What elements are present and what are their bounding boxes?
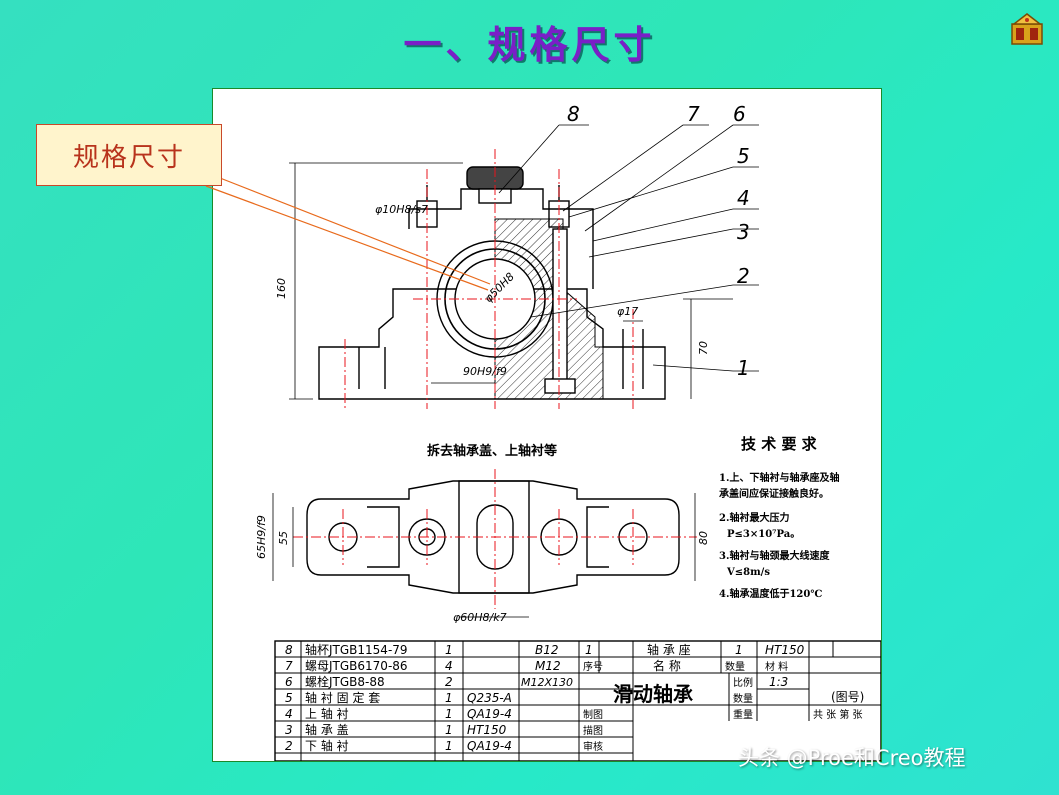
tb-mat: Q235-A	[467, 691, 512, 705]
tb-q2: 序号	[583, 660, 603, 673]
tech-req-line-5: 3.轴衬与轴颈最大线速度	[719, 549, 830, 562]
tb-name: 轴 承 盖	[305, 722, 349, 737]
tb-q2: 描图	[583, 724, 603, 737]
tb-no: 7	[285, 659, 293, 673]
tb-no: 5	[285, 691, 293, 705]
tb-qty: 4	[445, 659, 453, 673]
tb-name: 下 轴 衬	[305, 738, 349, 753]
title-block-rows: 8 轴杯JTGB1154-79 1 B12 1 轴 承 座 1 HT150 7 …	[285, 642, 864, 753]
tb-name: 螺栓JTGB8-88	[305, 674, 385, 689]
part-number-1: 1	[737, 356, 750, 380]
tb-no: 3	[285, 723, 293, 737]
tech-req-line-2: 承盖间应保证接触良好。	[719, 487, 829, 500]
dim-fit-90: 90H9/f9	[463, 365, 507, 378]
dim-width-55: 55	[277, 531, 290, 545]
tb-m3: 1:3	[769, 675, 788, 689]
part-number-3: 3	[737, 220, 750, 244]
title-block	[274, 640, 881, 761]
tech-req-title: 技 术 要 求	[741, 435, 818, 453]
tb-mat: QA19-4	[467, 739, 512, 753]
tb-m3: HT150	[765, 643, 805, 657]
dim-height-base: 70	[697, 341, 710, 355]
tb-mat: HT150	[467, 723, 507, 737]
callout-label: 规格尺寸	[36, 124, 222, 186]
dim-shaft-60: φ60H8/k7	[453, 611, 507, 624]
title-block-drawing-no: (图号)	[831, 690, 864, 704]
watermark: 头条 @Proe和Creo教程	[738, 746, 966, 770]
dim-width-65: 65H9/f9	[255, 515, 268, 559]
tech-req-line-4: P≤3×10⁷Pa。	[727, 529, 800, 540]
dim-height-total: 160	[275, 278, 288, 299]
tb-q2: 1	[585, 643, 593, 657]
tb-mat: QA19-4	[467, 707, 512, 721]
title-block-title: 滑动轴承	[613, 682, 693, 706]
tb-qty: 1	[445, 723, 453, 737]
tb-n2: 轴 承 座	[647, 642, 691, 657]
part-number-2: 2	[737, 264, 750, 288]
tb-qty: 1	[445, 643, 453, 657]
part-number-labels: 8 7 6 5 4 3 2 1	[567, 102, 750, 380]
dim-cap-fit: φ10H8/s7	[375, 203, 428, 216]
tb-q2: 审核	[583, 740, 603, 753]
tb-no: 4	[285, 707, 293, 721]
tech-req-line-6: V≤8m/s	[726, 567, 770, 578]
tb-name: 轴杯JTGB1154-79	[305, 642, 408, 657]
dim-slot-width: φ17	[617, 305, 638, 318]
front-dimensions	[289, 162, 733, 400]
tb-qty: 1	[445, 739, 453, 753]
tb-spec: M12	[535, 659, 561, 673]
tb-m3: 共 张 第 张	[813, 708, 863, 721]
bearing-assembly-drawing: 160 70 φ17 φ50H8 φ10H8/s7 90H9/f9 8 7 6 …	[255, 102, 881, 761]
tb-no: 8	[285, 643, 293, 657]
tech-req-line-3: 2.轴衬最大压力	[719, 511, 789, 524]
logo-icon	[1011, 13, 1043, 45]
top-dimensions	[272, 493, 696, 618]
tb-n2: 名 称	[653, 658, 681, 673]
tb-q3: 1	[735, 643, 743, 657]
tb-name: 上 轴 衬	[305, 706, 349, 721]
dim-width-80: 80	[697, 531, 710, 545]
tb-q3: 比例	[733, 676, 753, 689]
tb-spec: B12	[535, 643, 559, 657]
tb-spec: M12X130	[521, 676, 573, 689]
top-view-label: 拆去轴承盖、上轴衬等	[427, 443, 557, 459]
engineering-drawing: 160 70 φ17 φ50H8 φ10H8/s7 90H9/f9 8 7 6 …	[212, 88, 882, 762]
tb-no: 6	[285, 675, 293, 689]
slide-title: 一、规格尺寸	[403, 22, 656, 67]
tb-q3: 数量	[725, 660, 745, 673]
top-centerlines	[293, 469, 697, 609]
tech-req-line-7: 4.轴承温度低于120℃	[719, 587, 822, 600]
part-number-5: 5	[737, 144, 750, 168]
tb-name: 螺母JTGB6170-86	[305, 659, 408, 673]
front-centerlines	[344, 149, 634, 409]
tb-no: 2	[285, 739, 293, 753]
part-number-8: 8	[567, 102, 580, 126]
tb-qty: 2	[445, 675, 453, 689]
tb-m3: 材 料	[765, 660, 788, 673]
part-number-4: 4	[737, 186, 750, 210]
tb-q3: 重量	[733, 708, 753, 721]
part-number-6: 6	[733, 102, 746, 126]
part-leaders	[498, 124, 759, 372]
tb-qty: 1	[445, 707, 453, 721]
tb-q2: 制图	[583, 708, 603, 721]
tb-q3: 数量	[733, 692, 753, 705]
part-number-7: 7	[687, 102, 700, 126]
tb-name: 轴 衬 固 定 套	[305, 690, 380, 705]
tech-req-line-1: 1.上、下轴衬与轴承座及轴	[719, 471, 839, 484]
tb-qty: 1	[445, 691, 453, 705]
